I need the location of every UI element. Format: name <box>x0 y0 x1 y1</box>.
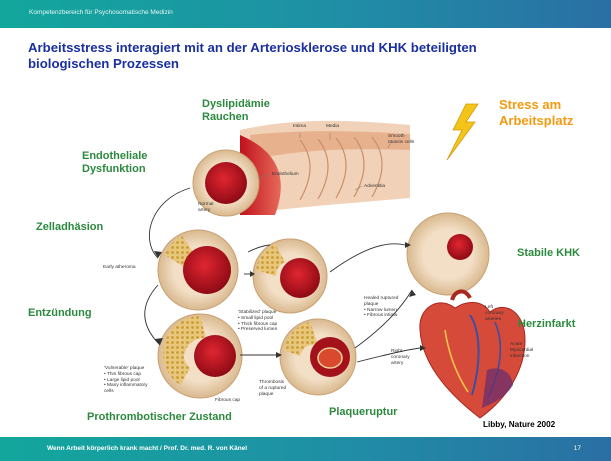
footer-bar: Wenn Arbeit körperlich krank macht / Pro… <box>0 437 611 461</box>
media-label: Media <box>326 124 339 130</box>
label-cell-adhesion: Zelladhäsion <box>36 221 103 234</box>
label-smoking: Rauchen <box>202 111 248 124</box>
label-endothelial-2: Dysfunktion <box>82 163 146 176</box>
left-coronary-label: Left coronary arteries <box>485 305 504 322</box>
endothelium-label: Endothelium <box>272 172 299 178</box>
vulnerable-plaque <box>158 314 242 398</box>
lightning-icon <box>447 104 478 160</box>
label-prothrombotic: Prothrombotischer Zustand <box>87 411 232 424</box>
label-stable-chd: Stabile KHK <box>517 247 580 260</box>
right-coronary-label: Right coronary artery <box>391 349 410 366</box>
normal-artery-label: Normal artery <box>198 202 213 214</box>
fibrous-cap-label: Fibrous cap <box>215 398 240 404</box>
smooth-muscle-label: Smooth muscle cells <box>388 134 414 146</box>
label-inflammation: Entzündung <box>28 307 92 320</box>
label-dyslipidaemia: Dyslipidämie <box>202 98 270 111</box>
page-number: 17 <box>574 445 581 452</box>
label-endothelial-1: Endotheliale <box>82 150 147 163</box>
vulnerable-plaque-label: 'Vulnerable' plaque • Thin fibrous cap •… <box>104 366 148 395</box>
stabilized-plaque-label: 'Stabilized' plaque • Small lipid pool •… <box>238 310 277 333</box>
early-atheroma <box>158 230 238 310</box>
intima-label: Intima <box>293 124 306 130</box>
citation: Libby, Nature 2002 <box>483 420 555 429</box>
adventitia-label: Adventitia <box>364 184 385 190</box>
healed-plaque-label: Healed ruptured plaque • Narrow lumen • … <box>364 296 398 319</box>
thrombosed-plaque <box>280 319 356 395</box>
footer-text: Wenn Arbeit körperlich krank macht / Pro… <box>47 445 247 452</box>
acute-mi-label: Acute Myocardial infarction <box>510 342 533 359</box>
early-atheroma-label: Early atheroma <box>103 265 136 271</box>
vessel-wall-section <box>240 121 410 215</box>
healed-plaque <box>407 213 489 295</box>
label-myocardial-infarction: Herzinfarkt <box>518 318 575 331</box>
stabilized-plaque <box>253 239 327 313</box>
stress-label: Stress am Arbeitsplatz <box>499 97 573 129</box>
label-plaque-rupture: Plaqueruptur <box>329 406 397 419</box>
thrombosis-label: Thrombosis of a ruptured plaque <box>259 380 286 397</box>
